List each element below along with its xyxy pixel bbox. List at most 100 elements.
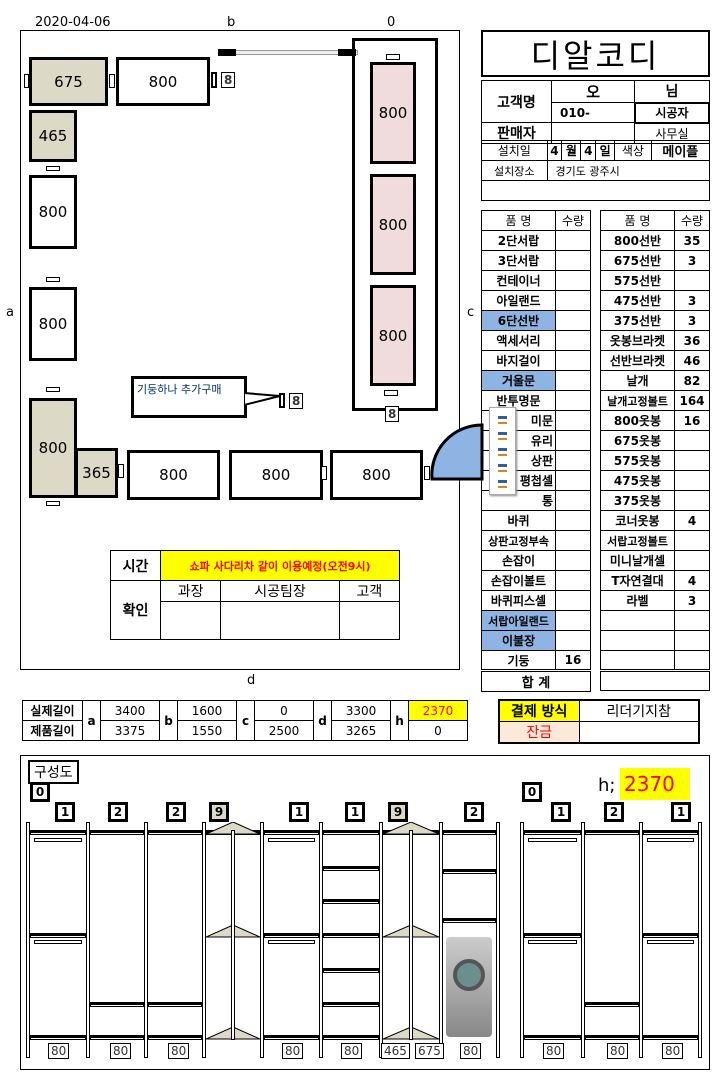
item-qty[interactable] bbox=[555, 430, 591, 451]
phone[interactable]: 010- bbox=[550, 102, 636, 123]
shelf bbox=[585, 1035, 639, 1040]
item-qty[interactable] bbox=[674, 550, 710, 571]
item-qty[interactable]: 3 bbox=[674, 310, 710, 331]
sign-box[interactable] bbox=[220, 601, 340, 640]
shelf bbox=[264, 830, 319, 835]
shelf bbox=[148, 830, 202, 835]
unit-badge[interactable]: 1 bbox=[289, 802, 309, 822]
unit-800[interactable]: 800 bbox=[29, 287, 77, 361]
item-qty[interactable] bbox=[555, 270, 591, 291]
item-qty[interactable]: 16 bbox=[555, 650, 591, 671]
item-qty[interactable] bbox=[555, 490, 591, 511]
item-qty[interactable] bbox=[555, 310, 591, 331]
item-qty[interactable] bbox=[555, 530, 591, 551]
unit-badge[interactable]: 9 bbox=[209, 802, 229, 822]
actual-length[interactable]: 3300 bbox=[331, 700, 391, 721]
item-qty[interactable] bbox=[674, 650, 710, 671]
item-qty[interactable]: 3 bbox=[674, 250, 710, 271]
dim-key: h bbox=[390, 700, 409, 741]
item-qty[interactable]: 35 bbox=[674, 230, 710, 251]
item-qty[interactable]: 3 bbox=[674, 590, 710, 611]
customer-name[interactable]: 오 bbox=[550, 80, 636, 103]
item-qty[interactable] bbox=[555, 610, 591, 631]
item-qty[interactable] bbox=[555, 510, 591, 531]
color[interactable]: 메이플 bbox=[650, 140, 711, 161]
unit-badge[interactable]: 1 bbox=[55, 802, 75, 822]
item-qty[interactable]: 4 bbox=[674, 510, 710, 531]
item-qty[interactable] bbox=[674, 490, 710, 511]
item-qty[interactable] bbox=[555, 410, 591, 431]
actual-length[interactable]: 2370 bbox=[408, 700, 468, 721]
product-length[interactable]: 1550 bbox=[177, 720, 237, 741]
unit-800[interactable]: 800 bbox=[127, 450, 220, 500]
product-length[interactable]: 2500 bbox=[254, 720, 314, 741]
item-qty[interactable]: 16 bbox=[674, 410, 710, 431]
item-qty[interactable] bbox=[555, 290, 591, 311]
sign-box[interactable] bbox=[338, 601, 401, 640]
unit-465[interactable]: 465 bbox=[29, 110, 77, 162]
install-place[interactable]: 경기도 광주시 bbox=[546, 160, 711, 181]
time-note[interactable]: 쇼파 사다리차 같이 이용예정(오전9시) bbox=[160, 550, 400, 581]
item-qty[interactable] bbox=[555, 570, 591, 591]
unit-800[interactable]: 800 bbox=[29, 398, 77, 498]
item-qty[interactable]: 46 bbox=[674, 350, 710, 371]
item-qty[interactable] bbox=[674, 610, 710, 631]
item-qty[interactable] bbox=[674, 470, 710, 491]
item-qty[interactable] bbox=[674, 270, 710, 291]
unit-800[interactable]: 800 bbox=[330, 450, 423, 500]
item-qty[interactable] bbox=[555, 590, 591, 611]
product-length[interactable]: 0 bbox=[408, 720, 468, 741]
product-length[interactable]: 3265 bbox=[331, 720, 391, 741]
unit-800[interactable]: 800 bbox=[370, 62, 416, 164]
unit-badge[interactable]: 1 bbox=[551, 802, 571, 822]
label: 월 bbox=[561, 140, 582, 161]
item-qty[interactable]: 4 bbox=[674, 570, 710, 591]
day[interactable]: 4 bbox=[580, 140, 597, 161]
unit-800[interactable]: 800 bbox=[229, 450, 323, 500]
product-length[interactable]: 3375 bbox=[100, 720, 160, 741]
actual-length[interactable]: 1600 bbox=[177, 700, 237, 721]
item-qty[interactable] bbox=[555, 470, 591, 491]
unit-badge[interactable]: 2 bbox=[464, 802, 484, 822]
item-qty[interactable] bbox=[555, 550, 591, 571]
item-qty[interactable] bbox=[555, 350, 591, 371]
unit-675[interactable]: 675 bbox=[29, 57, 108, 106]
unit-badge[interactable]: 2 bbox=[166, 802, 186, 822]
item-qty[interactable] bbox=[674, 630, 710, 651]
item-qty[interactable] bbox=[555, 230, 591, 251]
unit-badge[interactable]: 0 bbox=[522, 782, 542, 802]
unit-800[interactable]: 800 bbox=[370, 174, 416, 275]
unit-badge[interactable]: 0 bbox=[30, 782, 50, 802]
item-qty[interactable]: 3 bbox=[674, 290, 710, 311]
unit-365[interactable]: 365 bbox=[75, 448, 118, 498]
item-qty[interactable] bbox=[555, 330, 591, 351]
month[interactable]: 4 bbox=[546, 140, 563, 161]
unit-badge[interactable]: 9 bbox=[388, 802, 408, 822]
item-qty[interactable]: 164 bbox=[674, 390, 710, 411]
item-qty[interactable] bbox=[555, 450, 591, 471]
unit-800[interactable]: 800 bbox=[116, 57, 210, 106]
item-qty[interactable]: 82 bbox=[674, 370, 710, 391]
item-qty[interactable]: 36 bbox=[674, 330, 710, 351]
item-name: T자연결대 bbox=[600, 570, 675, 591]
unit-badge[interactable]: 1 bbox=[345, 802, 365, 822]
item-qty[interactable] bbox=[555, 390, 591, 411]
item-qty[interactable] bbox=[555, 250, 591, 271]
item-qty[interactable] bbox=[555, 630, 591, 651]
unit-800[interactable]: 800 bbox=[370, 285, 416, 386]
item-qty[interactable] bbox=[555, 370, 591, 391]
unit-badge[interactable]: 2 bbox=[108, 802, 128, 822]
actual-length[interactable]: 0 bbox=[254, 700, 314, 721]
unit-badge[interactable]: 2 bbox=[604, 802, 624, 822]
payment-method[interactable]: 리더기지참 bbox=[578, 699, 700, 722]
item-name: 675옷봉 bbox=[600, 430, 675, 451]
balance[interactable] bbox=[578, 721, 700, 744]
item-qty[interactable] bbox=[674, 430, 710, 451]
sign-box[interactable] bbox=[159, 601, 222, 640]
item-qty[interactable] bbox=[674, 530, 710, 551]
actual-length[interactable]: 3400 bbox=[100, 700, 160, 721]
label: 설치일 bbox=[481, 140, 548, 161]
item-qty[interactable] bbox=[674, 450, 710, 471]
unit-800[interactable]: 800 bbox=[29, 175, 77, 249]
unit-badge[interactable]: 1 bbox=[671, 802, 691, 822]
